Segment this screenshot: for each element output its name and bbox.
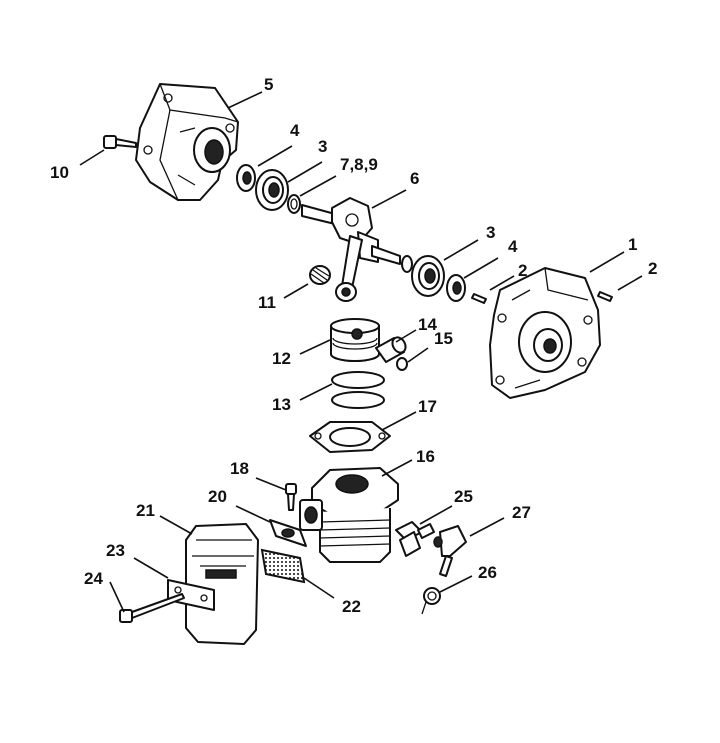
- label-part-4-left: 4: [290, 121, 300, 140]
- piston-12: [330, 318, 380, 362]
- spark-plug-25: [395, 521, 435, 557]
- muffler-21: [185, 523, 259, 645]
- dowel-pin-2-left: [471, 293, 487, 304]
- label-part-21: 21: [136, 501, 155, 520]
- label-part-14: 14: [418, 315, 437, 334]
- cylinder-gasket-17: [309, 421, 391, 453]
- piston-rings-13: [331, 371, 385, 409]
- dowel-pin-2-right: [597, 291, 613, 302]
- gasket-20: [269, 519, 307, 547]
- label-part-10: 10: [50, 163, 69, 182]
- seal-4-right: [446, 274, 466, 302]
- label-part-17: 17: [418, 397, 437, 416]
- label-part-12: 12: [272, 349, 291, 368]
- label-part-25: 25: [454, 487, 473, 506]
- label-part-20: 20: [208, 487, 227, 506]
- label-part-7-8-9: 7,8,9: [340, 155, 378, 174]
- crankcase-half-left: [135, 83, 239, 201]
- ball-bearing-3-left: [255, 169, 289, 211]
- leader-lines: [79, 91, 643, 613]
- label-part-1: 1: [628, 235, 637, 254]
- label-part-27: 27: [512, 503, 531, 522]
- label-part-15: 15: [434, 329, 453, 348]
- label-part-3-left: 3: [318, 137, 327, 156]
- cylinder-16: [299, 467, 399, 563]
- label-part-23: 23: [106, 541, 125, 560]
- needle-cage-11: [309, 265, 331, 285]
- label-part-3-right: 3: [486, 223, 495, 242]
- label-part-16: 16: [416, 447, 435, 466]
- crankcase-half-right: [489, 267, 601, 399]
- ignition-lead-cap-27: [433, 525, 467, 577]
- label-part-4-right: 4: [508, 237, 518, 256]
- seal-4-left: [236, 164, 256, 192]
- shim-ring-7-8-9: [287, 194, 301, 214]
- ball-bearing-3-right: [401, 255, 445, 297]
- crankshaft-6: [301, 197, 401, 302]
- label-part-2-left: 2: [518, 261, 527, 280]
- label-part-22: 22: [342, 597, 361, 616]
- label-part-13: 13: [272, 395, 291, 414]
- label-part-26: 26: [478, 563, 497, 582]
- screw-10: [103, 135, 137, 149]
- screw-24: [119, 593, 185, 623]
- screw-18: [285, 483, 297, 511]
- piston-pin-14: [375, 336, 407, 363]
- spark-arrester-screen-22: [260, 548, 306, 584]
- circlip-15: [396, 357, 408, 371]
- label-part-24: 24: [84, 569, 103, 588]
- spring-26: [421, 587, 441, 615]
- part-number-labels: 1 2 2 3 3 4 4 5 6 7,8,9 10 11 12 13 14 1…: [50, 75, 657, 616]
- label-part-18: 18: [230, 459, 249, 478]
- label-part-11: 11: [258, 293, 276, 312]
- label-part-5: 5: [264, 75, 273, 94]
- label-part-2-right: 2: [648, 259, 657, 278]
- plate-23: [167, 579, 215, 611]
- label-part-6: 6: [410, 169, 419, 188]
